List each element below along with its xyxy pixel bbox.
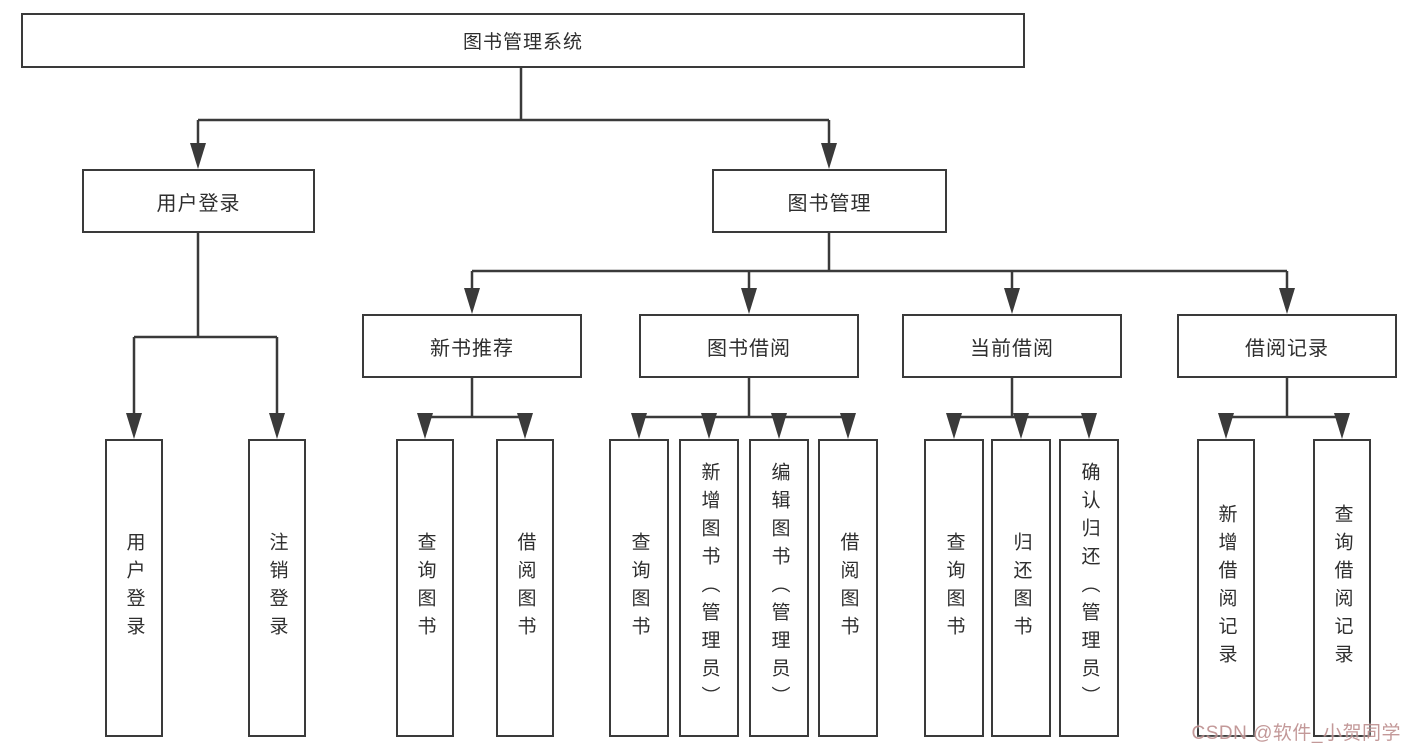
leaf-user-login: 用户登录 bbox=[105, 439, 163, 737]
node-label: 图书管理 bbox=[787, 192, 872, 215]
node-label: 图书管理系统 bbox=[462, 32, 583, 53]
leaf-borrow-books: 借阅图书 bbox=[818, 439, 878, 737]
node-root-library-management-system: 图书管理系统 bbox=[21, 13, 1025, 68]
node-label: 确认归还（管理员） bbox=[1078, 462, 1100, 714]
node-user-login-branch: 用户登录 bbox=[82, 169, 315, 233]
leaf-query-books-recommend: 查询图书 bbox=[396, 439, 454, 737]
node-label: 借阅记录 bbox=[1245, 337, 1329, 360]
node-label: 借阅图书 bbox=[837, 532, 859, 644]
node-borrowing-records: 借阅记录 bbox=[1177, 314, 1397, 378]
node-label: 用户登录 bbox=[123, 532, 145, 644]
leaf-query-books-borrowing: 查询图书 bbox=[609, 439, 669, 737]
node-label: 借阅图书 bbox=[514, 532, 536, 644]
leaf-edit-books-admin: 编辑图书（管理员） bbox=[749, 439, 809, 737]
node-label: 编辑图书（管理员） bbox=[768, 462, 790, 714]
node-label: 新增图书（管理员） bbox=[698, 462, 720, 714]
leaf-add-borrowing-record: 新增借阅记录 bbox=[1197, 439, 1255, 737]
csdn-watermark: CSDN @软件_小贺同学 bbox=[1191, 723, 1401, 744]
node-book-borrowing: 图书借阅 bbox=[639, 314, 859, 378]
node-label: 查询图书 bbox=[414, 532, 436, 644]
node-label: 图书借阅 bbox=[707, 337, 791, 360]
leaf-query-books-current: 查询图书 bbox=[924, 439, 984, 737]
node-label: 注销登录 bbox=[266, 532, 288, 644]
node-label: 用户登录 bbox=[156, 192, 241, 215]
node-label: 归还图书 bbox=[1010, 532, 1032, 644]
node-new-book-recommendation: 新书推荐 bbox=[362, 314, 582, 378]
node-label: 新增借阅记录 bbox=[1215, 504, 1237, 672]
node-label: 查询借阅记录 bbox=[1331, 504, 1353, 672]
node-current-borrowing: 当前借阅 bbox=[902, 314, 1122, 378]
leaf-add-books-admin: 新增图书（管理员） bbox=[679, 439, 739, 737]
node-label: 查询图书 bbox=[943, 532, 965, 644]
leaf-confirm-return-admin: 确认归还（管理员） bbox=[1059, 439, 1119, 737]
node-label: 新书推荐 bbox=[430, 337, 514, 360]
node-book-management-branch: 图书管理 bbox=[712, 169, 947, 233]
leaf-return-books: 归还图书 bbox=[991, 439, 1051, 737]
leaf-query-borrowing-record: 查询借阅记录 bbox=[1313, 439, 1371, 737]
node-label: 查询图书 bbox=[628, 532, 650, 644]
leaf-logout: 注销登录 bbox=[248, 439, 306, 737]
leaf-borrow-books-recommend: 借阅图书 bbox=[496, 439, 554, 737]
node-label: 当前借阅 bbox=[970, 337, 1054, 360]
